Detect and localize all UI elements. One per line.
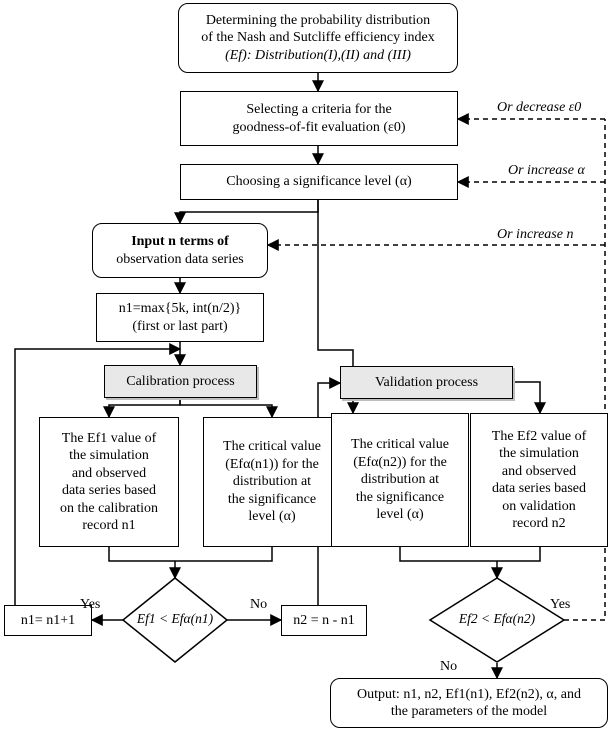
decision-validation-text: Ef2 < Efα(n2): [458, 611, 536, 626]
line-ef1-to-merge: [108, 547, 273, 562]
label-no-val: No: [440, 659, 458, 674]
feedback-line-main: [564, 119, 606, 621]
arrow-significance-to-input: [174, 200, 319, 225]
node-ef2-value: The Ef2 value of the simulation and obse…: [470, 413, 608, 547]
node-output: Output: n1, n2, Ef1(n1), Ef2(n2), α, and…: [330, 678, 608, 728]
node-criteria: Selecting a criteria for the goodness-of…: [180, 91, 458, 146]
node-significance: Choosing a significance level (α): [180, 164, 458, 200]
node-critical-cal: The critical value (Efα(n1)) for the dis…: [203, 417, 341, 547]
arrow-calibration-to-ef1: [103, 398, 181, 419]
label-feedback-alpha: Or increase α: [508, 163, 585, 178]
label-yes-val: Yes: [550, 597, 571, 612]
node-critical-val: The critical value (Efα(n2)) for the dis…: [331, 413, 469, 547]
decision-calibration-text: Ef1 < Efα(n1): [136, 611, 214, 626]
node-input: Input n terms of observation data series: [92, 223, 268, 278]
arrow-validation-to-ef2: [513, 381, 546, 415]
node-n1-def: n1=max{5k, int(n/2)} (first or last part…: [96, 293, 264, 342]
node-validation: Validation process: [340, 366, 513, 399]
node-calibration: Calibration process: [104, 365, 257, 398]
decision-validation-diamond: [428, 577, 566, 663]
label-no-cal: No: [250, 597, 268, 612]
arrow-increment-loop-back: [14, 343, 182, 605]
label-feedback-n: Or increase n: [497, 227, 574, 242]
node-n2-def: n2 = n - n1: [281, 605, 367, 636]
line-critical-val-to-merge: [399, 547, 541, 562]
node-start: Determining the probability distribution…: [178, 3, 458, 73]
decision-calibration-diamond: [121, 577, 229, 663]
node-n1-increment: n1= n1+1: [4, 605, 92, 636]
node-ef1-value: The Ef1 value of the simulation and obse…: [39, 417, 179, 547]
label-yes-cal: Yes: [80, 597, 101, 612]
label-feedback-eps: Or decrease ε0: [497, 100, 582, 115]
arrow-calibration-to-critical: [179, 398, 278, 419]
